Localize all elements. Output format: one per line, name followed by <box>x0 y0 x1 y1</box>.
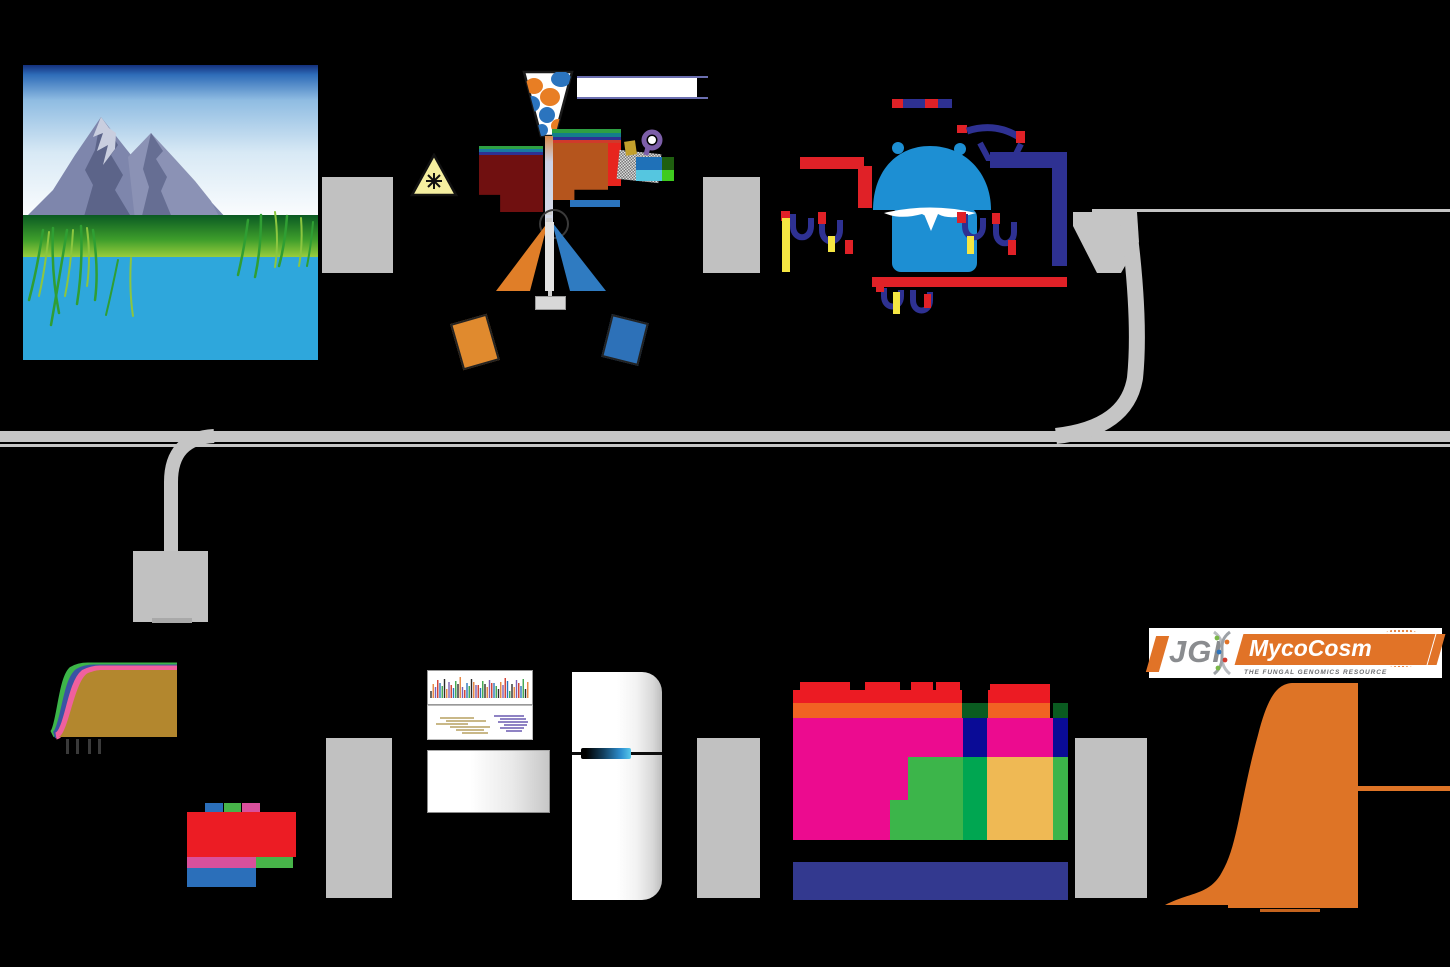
sanger-trace-panel <box>427 670 533 705</box>
beam-strip-red-r <box>552 140 621 143</box>
polymerase-icon <box>873 142 991 272</box>
beam-strip-teal <box>479 149 543 152</box>
facs-cell-sorter <box>405 60 708 371</box>
spore-print-texture <box>1377 629 1429 667</box>
qpcr-amplification-curves <box>50 662 177 754</box>
screen-block-red <box>187 812 296 857</box>
droplet <box>546 210 552 215</box>
screen-block-blue <box>187 868 256 887</box>
detector-chip-blue <box>636 157 662 170</box>
bin-red-row <box>793 690 962 703</box>
screen-block-magenta <box>187 857 256 868</box>
screen-block-green <box>256 857 293 868</box>
detector-chip-darkgreen <box>662 157 674 170</box>
bin-red-bump <box>911 682 933 692</box>
detector-chip-cyan <box>636 170 662 181</box>
bin-green-strip <box>963 757 987 840</box>
screen-chip-magenta <box>242 803 260 812</box>
bin-green-strip <box>1053 757 1068 840</box>
bin-red-bump <box>990 684 1050 692</box>
bin-indigo-bar <box>793 862 1068 900</box>
mycocosm-tagline: THE FUNGAL GENOMICS RESOURCE <box>1244 669 1388 676</box>
flow-arrow-icon <box>322 177 393 273</box>
scale-bar-top-line <box>577 76 708 78</box>
read-alignment-panel <box>427 705 533 740</box>
beam-block-blue-step <box>570 200 620 207</box>
flow-arrow-icon <box>326 738 392 898</box>
droplet <box>546 218 552 223</box>
mycocosm-genome-growth-curve <box>1165 683 1450 912</box>
bin-navy-strip <box>963 718 987 757</box>
dna-helix-icon <box>1212 630 1232 676</box>
primer-squiggle-cluster-bottom <box>881 288 933 314</box>
bin-orange-row <box>988 703 1050 718</box>
library-plate-panel <box>427 750 550 813</box>
deflection-cones <box>496 222 606 296</box>
bin-green-block <box>908 757 963 840</box>
banner-left-mark <box>1145 636 1170 672</box>
collection-tube-orange-icon <box>450 313 500 371</box>
screen-chip-green <box>224 803 241 812</box>
jgi-logo-text: JGI <box>1169 634 1222 669</box>
pond-water <box>23 257 318 360</box>
bin-red-row <box>988 690 1050 703</box>
mda-amplification <box>781 99 1067 314</box>
mountain-icon <box>23 117 228 220</box>
grass-blades <box>27 211 314 327</box>
bin-orange-row <box>793 703 962 718</box>
bin-darkgreen <box>1053 703 1068 718</box>
slide-plate <box>535 296 566 310</box>
sample-funnel-icon <box>522 70 574 138</box>
environment-sample-photo <box>23 65 318 360</box>
bin-magenta-block <box>987 718 1053 757</box>
bin-navy-strip <box>1053 718 1068 757</box>
bin-red-bump <box>800 682 850 692</box>
bin-red-bump <box>936 682 960 692</box>
beam-strip-green <box>479 146 543 149</box>
beam-strip-teal-r <box>552 133 621 137</box>
marker-gene-screening-blocks <box>187 803 297 888</box>
bin-gold-block <box>987 757 1053 840</box>
beam-strip-green-r <box>552 129 621 133</box>
scale-bar-bottom-line <box>577 97 708 99</box>
bin-green-step <box>890 800 908 840</box>
screen-chip-blue <box>205 803 223 812</box>
beam-block-rust <box>552 143 608 200</box>
mycocosm-banner: JGI MycoCosm THE FUNGAL GENOMICS RESOURC… <box>1145 628 1446 678</box>
assembly-binning-blocks <box>793 682 1068 900</box>
sequencer-screen <box>581 748 631 759</box>
sequencer-instrument <box>572 672 662 900</box>
beam-strip-navy-r <box>552 137 621 140</box>
laser-warning-icon <box>410 153 458 197</box>
magnifier-icon <box>641 129 663 156</box>
chromatogram-peaks <box>430 677 529 698</box>
detector-chip-green <box>662 170 674 181</box>
scale-bar <box>577 78 697 97</box>
mycocosm-logo-text: MycoCosm <box>1249 635 1372 661</box>
flow-arrow-icon <box>703 177 760 273</box>
dna-template-bar <box>892 99 952 108</box>
collection-tube-blue-icon <box>601 314 649 366</box>
bin-darkgreen <box>962 703 988 718</box>
flow-arrow-icon <box>697 738 760 898</box>
fluid-stream <box>545 136 553 222</box>
aligned-reads <box>436 715 528 734</box>
flow-arrow-icon <box>1075 738 1147 898</box>
beam-strip-navy <box>479 152 543 155</box>
bin-red-bump <box>865 682 900 692</box>
filter-chip-gold <box>624 140 637 156</box>
